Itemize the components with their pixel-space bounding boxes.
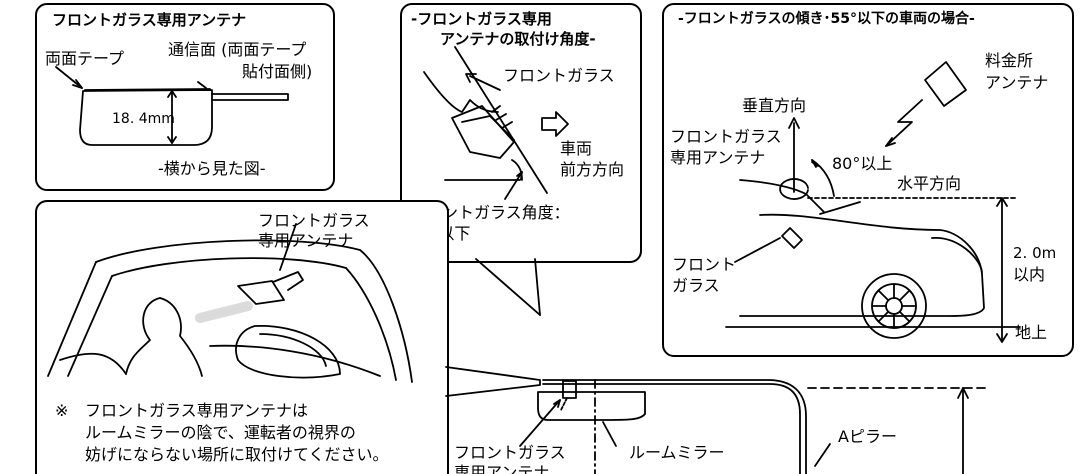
note-line-2: ルームミラーの陰で、運転者の視界の	[85, 423, 356, 442]
tilt-panel	[662, 3, 1074, 357]
a-pillar-label: Aピラー	[838, 427, 897, 446]
room-mirror-label: ルームミラー	[629, 443, 725, 462]
bottom-antenna-label-1: フロントガラス	[454, 443, 566, 462]
side-view-title: フロントガラス専用アンテナ	[52, 11, 247, 29]
tilt-title: -フロントガラスの傾き･55°以下の車両の場合-	[678, 11, 975, 27]
tilt-windshield-label-2: ガラス	[672, 276, 720, 295]
bottom-view-drawing	[445, 366, 986, 474]
side-view-caption: -横から見た図-	[158, 159, 266, 178]
angle-title-1: -フロントガラス専用	[411, 10, 552, 28]
toll-antenna-label-2: アンテナ	[985, 73, 1049, 92]
ground-label: 地上	[1015, 323, 1048, 342]
note-line-1: フロントガラス専用アンテナは	[85, 401, 309, 420]
tape-label: 両面テープ	[45, 49, 125, 68]
antenna-side-drawing	[55, 66, 289, 146]
angle-drawing	[423, 46, 569, 316]
vertical-label: 垂直方向	[742, 96, 807, 115]
tilt-windshield-label-1: フロント	[672, 255, 737, 274]
tilt-drawing	[725, 61, 1021, 343]
comm-face-label-2: 貼付面側)	[242, 62, 313, 81]
forward-label-1: 車両	[560, 139, 593, 158]
angle-80-label: 80°以上	[832, 154, 893, 173]
tilt-antenna-label-2: 専用アンテナ	[670, 148, 766, 167]
note-mark: ※	[55, 401, 69, 420]
angle-title-2: アンテナの取付け角度-	[440, 30, 596, 48]
height-label-1: 2. 0m	[1013, 244, 1057, 262]
side-view-panel	[35, 3, 335, 191]
interior-drawing	[47, 223, 413, 383]
interior-antenna-label-1: フロントガラス	[258, 211, 370, 230]
windshield-angle-label-1: フロントガラス角度：	[410, 203, 570, 222]
windshield-label: フロントガラス	[503, 66, 615, 85]
forward-label-2: 前方方向	[560, 160, 625, 179]
tilt-antenna-label-1: フロントガラス	[670, 127, 782, 146]
interior-panel	[35, 200, 449, 474]
comm-face-label: 通信面 (両面テープ	[168, 40, 307, 59]
horizontal-label: 水平方向	[897, 174, 962, 193]
bottom-antenna-label-2: 専用アンテナ	[454, 463, 550, 474]
thickness-label: 18. 4mm	[112, 111, 175, 127]
height-label-2: 以内	[1013, 265, 1046, 284]
toll-antenna-label-1: 料金所	[985, 51, 1034, 70]
note-line-3: 妨げにならない場所に取付けてください。	[85, 445, 389, 464]
